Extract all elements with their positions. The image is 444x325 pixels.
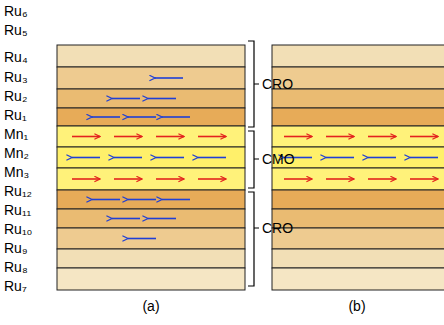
spin-arrow-right	[198, 178, 226, 180]
spin-arrow-left	[155, 77, 183, 79]
spin-arrow-right	[410, 136, 438, 138]
panel-label: (a)	[142, 299, 159, 313]
layer-band	[57, 168, 245, 190]
layer-band	[57, 228, 245, 249]
spin-arrow-right	[114, 136, 142, 138]
spin-arrow-right	[410, 178, 438, 180]
spin-arrow-right	[326, 178, 354, 180]
layer-band	[272, 268, 444, 290]
layer-band	[57, 249, 245, 268]
spin-arrow-right	[368, 136, 396, 138]
layer-label: Ru₂	[4, 89, 27, 103]
spin-arrow-right	[114, 178, 142, 180]
spin-arrow-left	[326, 157, 354, 159]
layer-band	[57, 67, 245, 89]
spin-arrow-left	[162, 199, 190, 201]
layer-band	[272, 89, 444, 108]
layer-label: Mn₂	[4, 146, 29, 160]
layer-band	[272, 190, 444, 209]
spin-arrow-left	[92, 116, 120, 118]
spin-arrow-left	[128, 116, 156, 118]
layer-band	[272, 249, 444, 268]
bracket	[248, 41, 259, 127]
spin-arrow-left	[92, 199, 120, 201]
spin-arrow-left	[148, 98, 176, 100]
layer-band	[272, 209, 444, 228]
spin-arrow-left	[112, 98, 140, 100]
layer-band	[272, 147, 444, 168]
layer-label: Ru₃	[4, 70, 28, 84]
layer-band	[57, 268, 245, 290]
layer-label: Ru₁₀	[4, 222, 32, 236]
spin-arrow-left	[72, 157, 100, 159]
spin-arrow-left	[112, 218, 140, 220]
layer-label: Ru₁₁	[4, 203, 31, 217]
spin-arrow-left	[368, 157, 396, 159]
spin-arrow-left	[148, 218, 176, 220]
layer-band	[57, 209, 245, 228]
spin-arrow-left	[128, 238, 156, 240]
layer-label: Mn₁	[4, 127, 28, 141]
layer-band	[272, 45, 444, 67]
spin-arrow-right	[72, 178, 100, 180]
layer-label: Ru₄	[4, 50, 28, 64]
layer-band	[57, 147, 245, 168]
spin-arrow-right	[72, 136, 100, 138]
layer-band	[57, 45, 245, 67]
layer-label: Ru₁₂	[4, 184, 32, 198]
spin-arrow-right	[284, 136, 312, 138]
layer-label: Ru₇	[4, 279, 27, 293]
layer-label: Ru₅	[4, 23, 28, 37]
layer-band	[57, 89, 245, 108]
spin-arrow-left	[128, 199, 156, 201]
layer-band	[272, 67, 444, 89]
spin-arrow-left	[114, 157, 142, 159]
spin-arrow-right	[198, 136, 226, 138]
layer-label: Ru₆	[4, 4, 28, 18]
layer-band	[57, 126, 245, 147]
layer-band	[272, 108, 444, 126]
spin-arrow-left	[156, 157, 184, 159]
bracket	[248, 131, 259, 188]
spin-arrow-left	[198, 157, 226, 159]
spin-arrow-right	[156, 178, 184, 180]
layer-band	[57, 108, 245, 126]
spin-arrow-right	[326, 136, 354, 138]
bracket	[248, 192, 259, 286]
layer-band	[272, 228, 444, 249]
group-label: CRO	[262, 77, 293, 91]
spin-arrow-left	[410, 157, 438, 159]
panel-label: (b)	[348, 299, 365, 313]
spin-arrow-right	[156, 136, 184, 138]
layer-label: Ru₈	[4, 260, 28, 274]
group-label: CRO	[262, 221, 293, 235]
layer-band	[57, 190, 245, 209]
layer-label: Ru₉	[4, 241, 27, 255]
layer-band	[272, 126, 444, 147]
group-label: CMO	[262, 152, 295, 166]
layer-label: Ru₁	[4, 108, 27, 122]
layer-label: Mn₃	[4, 165, 29, 179]
spin-arrow-right	[284, 178, 312, 180]
spin-arrow-right	[368, 178, 396, 180]
spin-arrow-left	[162, 116, 190, 118]
layer-band	[272, 168, 444, 190]
